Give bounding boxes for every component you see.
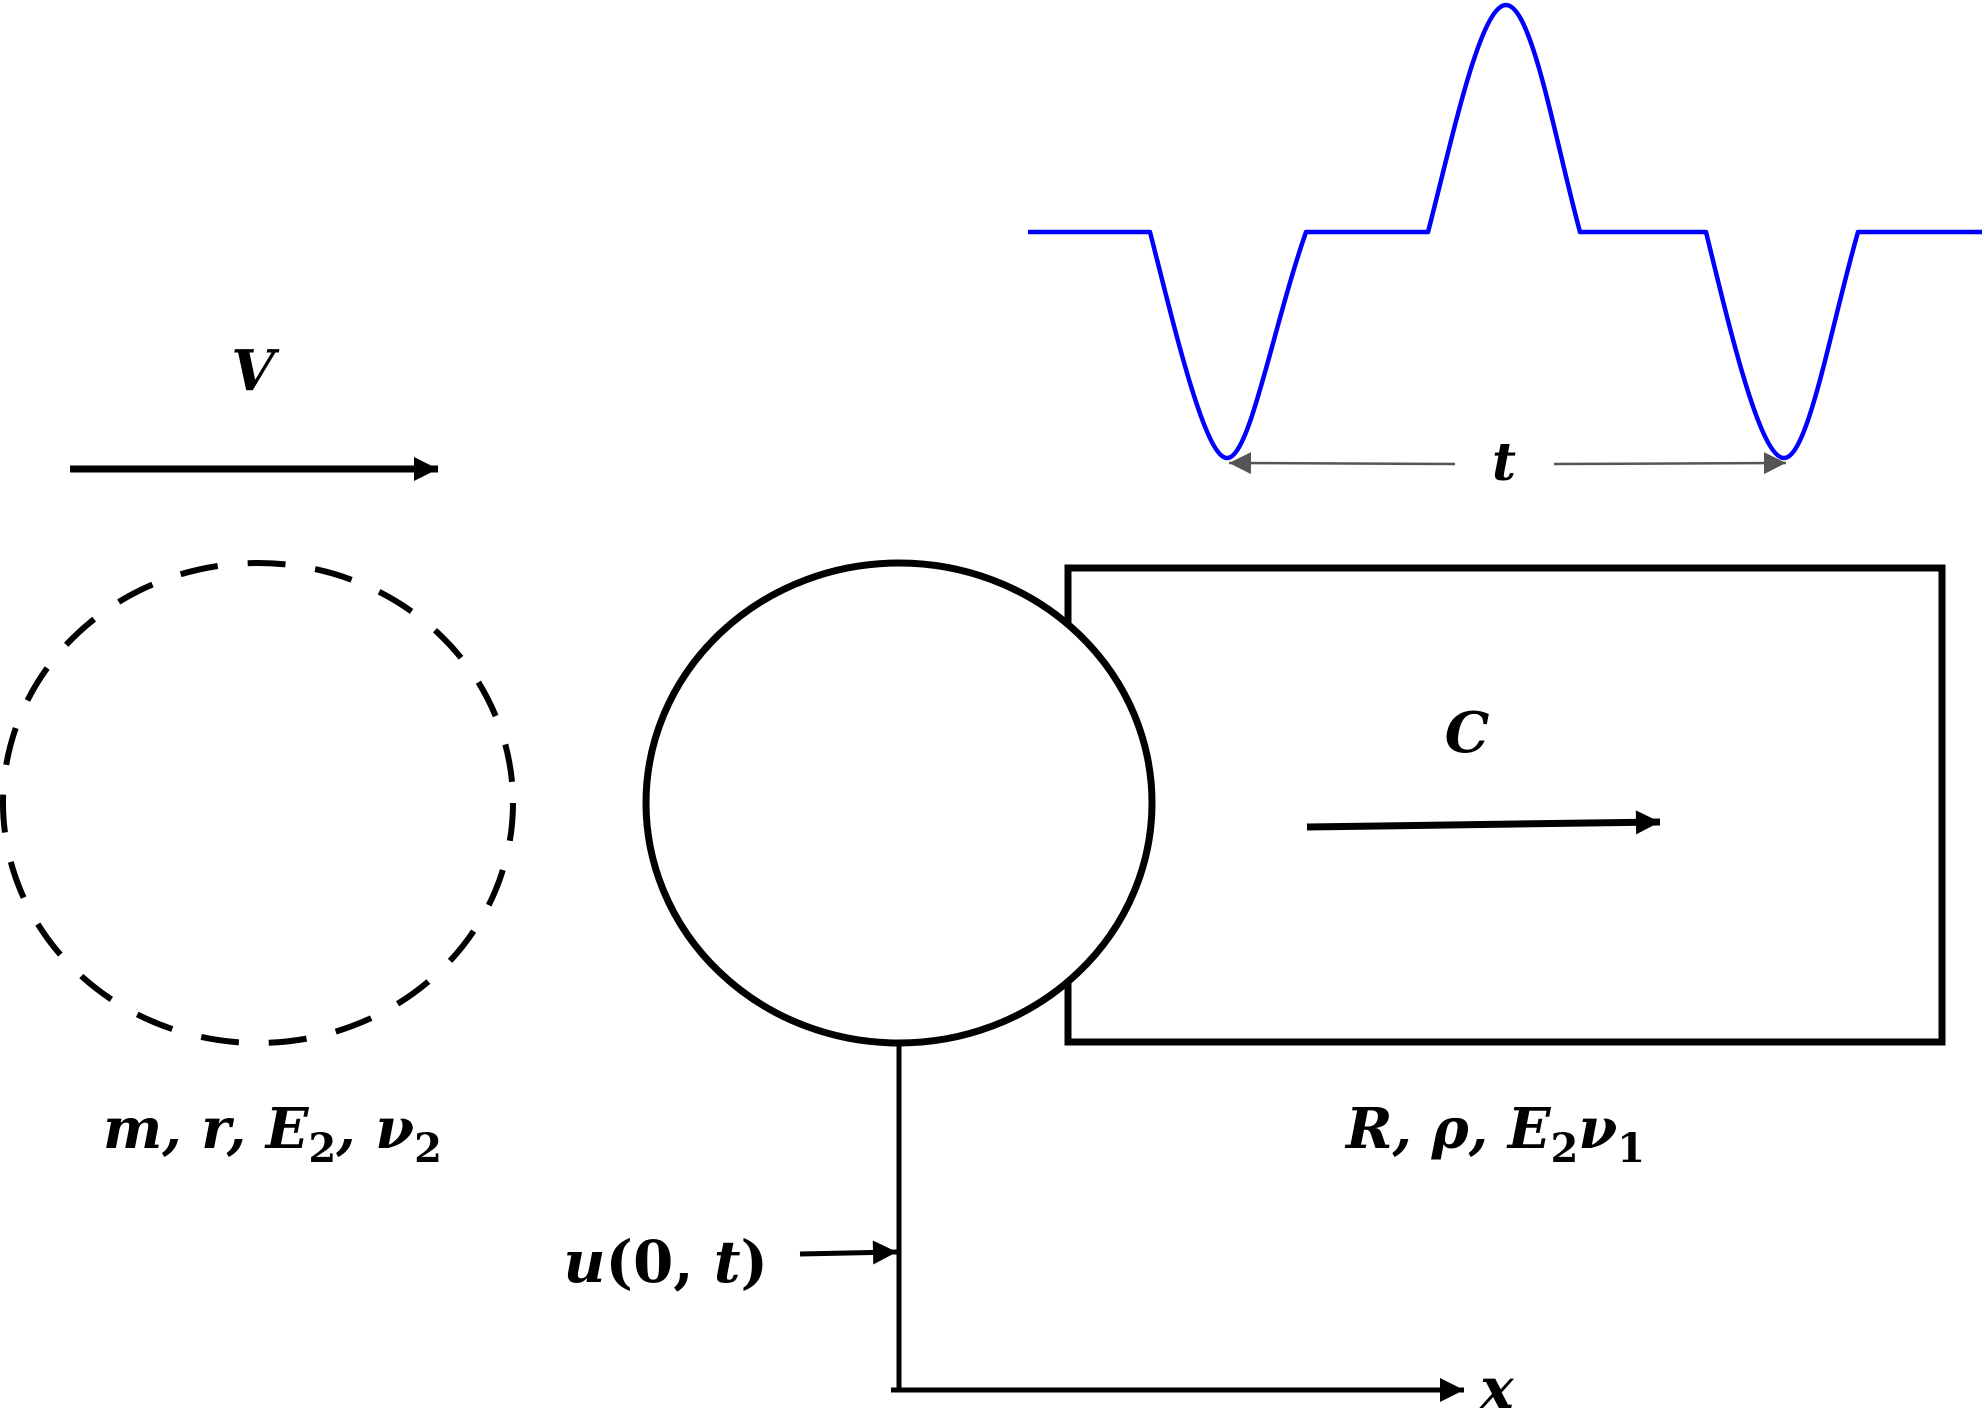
displacement-arrow <box>799 1240 898 1265</box>
displacement-label: u(0, t) <box>563 1228 768 1296</box>
rod-parameters: R, ρ, E2ν1 <box>1344 1096 1645 1172</box>
sphere-parameters: m, r, E2, ν2 <box>103 1096 442 1172</box>
rod <box>1064 564 1946 1046</box>
time-label: t <box>1492 432 1516 493</box>
incoming-sphere-outline <box>0 560 516 1046</box>
wave-speed-arrow <box>1306 810 1661 835</box>
velocity-label: V <box>231 338 280 404</box>
time-arrow-left <box>1228 452 1456 475</box>
wave-speed-label: C <box>1445 700 1490 766</box>
stress-waveform <box>1028 2 1982 461</box>
x-axis-label: x <box>1479 1356 1514 1422</box>
time-arrow-right <box>1553 452 1787 475</box>
contact-sphere <box>642 559 1156 1047</box>
